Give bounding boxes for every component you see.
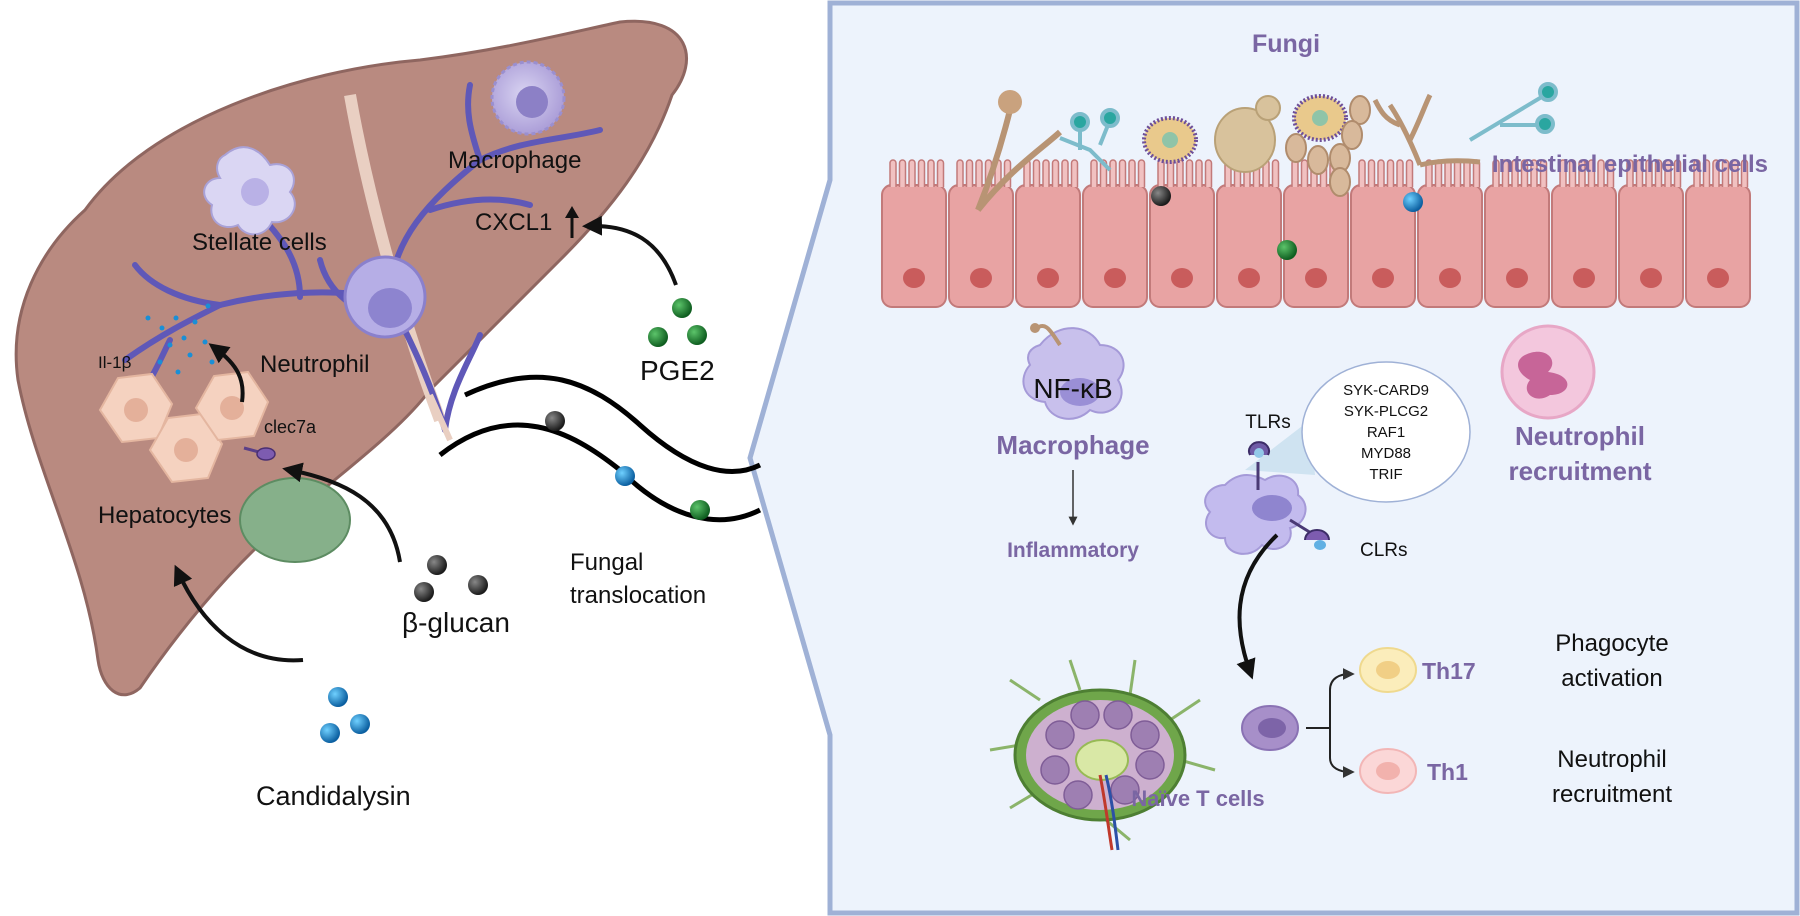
tlrs-label: TLRs — [1245, 412, 1290, 433]
clr-receptor-icon — [1289, 518, 1330, 550]
signaling-item: SYK-PLCG2 — [1344, 403, 1428, 420]
liver-labels: Macrophage Stellate cells CXCL1 Il-1β Ne… — [98, 147, 715, 811]
intestine-labels: Fungi Intestinal epithelial cells NF-κB … — [996, 30, 1768, 811]
clec7a-label: clec7a — [264, 417, 317, 437]
translocating-fungi — [545, 411, 710, 520]
phagocyte-activation-label-2: activation — [1561, 665, 1662, 692]
fungi-organisms — [975, 82, 1558, 212]
th1-label: Th1 — [1427, 759, 1468, 785]
epithelial-cell — [1350, 159, 1416, 308]
macrophage-liver-cell — [490, 60, 566, 136]
nfkb-label: NF-κB — [1033, 373, 1112, 404]
phagocyte-activation-label-1: Phagocyte — [1555, 630, 1668, 657]
epithelial-cell-row — [881, 159, 1751, 308]
spore-icon-2 — [1292, 94, 1348, 142]
naive-t-cells-label: Naïve T cells — [1131, 786, 1264, 811]
signaling-item: MYD88 — [1361, 445, 1411, 462]
candidalysin-arrow — [173, 564, 304, 663]
pge2-label: PGE2 — [640, 355, 715, 386]
dendritic-cell — [1204, 441, 1330, 555]
clrs-label: CLRs — [1360, 540, 1408, 561]
beta-glucan-molecules — [414, 555, 488, 602]
fungus-stalk-icon — [975, 90, 1063, 212]
stellate-cells-label: Stellate cells — [192, 229, 327, 256]
intestine-wall — [438, 374, 762, 523]
neutrophil-recruitment-b-label-1: Neutrophil — [1557, 746, 1666, 773]
th17-label: Th17 — [1422, 658, 1476, 684]
neutrophil-recruitment-label-1: Neutrophil — [1515, 421, 1645, 451]
pge2-arrow — [582, 215, 678, 286]
clec7a-receptor-icon — [243, 446, 276, 461]
il1b-particles — [145, 303, 215, 375]
yeast-icon — [1214, 95, 1281, 173]
left-arrows — [173, 215, 678, 663]
epithelial-cell — [1149, 159, 1215, 308]
right-arrows — [1068, 470, 1355, 778]
fungal-label: Fungal — [570, 549, 643, 576]
stellate-cell — [203, 146, 296, 236]
pge2-molecules — [648, 298, 707, 347]
epithelial-cell — [1216, 159, 1282, 308]
neutrophil-label: Neutrophil — [260, 351, 369, 378]
signaling-list: SYK-CARD9 SYK-PLCG2 RAF1 MYD88 TRIF — [1343, 382, 1429, 483]
signaling-callout — [1245, 361, 1471, 503]
gallbladder — [239, 477, 351, 563]
hyphae-chain-icon — [1285, 95, 1371, 197]
epithelial-cell — [881, 159, 947, 308]
signaling-item: TRIF — [1369, 466, 1402, 483]
epithelial-cell — [1484, 159, 1550, 308]
dc-to-tcell-arrow — [1236, 533, 1279, 680]
beta-glucan-label: β-glucan — [402, 607, 510, 638]
liver-lobe — [14, 19, 688, 697]
tlr-receptor-icon — [1248, 441, 1270, 490]
spore-icon-1 — [1142, 116, 1198, 164]
epithelial-cell — [1015, 159, 1081, 308]
ligament-end — [427, 393, 453, 442]
up-arrow-icon — [565, 206, 579, 238]
intestinal-epithelial-cells-label: Intestinal epithelial cells — [1492, 151, 1768, 178]
candidalysin-label: Candidalysin — [256, 781, 411, 811]
branching-fungus-icon — [1372, 93, 1481, 168]
epithelial-cell — [1082, 159, 1148, 308]
macrophage-intestine-cell — [1022, 323, 1125, 420]
macrophage-intestine-label: Macrophage — [996, 430, 1149, 460]
epithelial-cell — [1551, 159, 1617, 308]
mold-icon-2 — [1468, 82, 1558, 142]
th17-cell — [1359, 647, 1417, 693]
inflammatory-label: Inflammatory — [1007, 539, 1139, 562]
signaling-item: SYK-CARD9 — [1343, 382, 1429, 399]
epithelial-cell — [1417, 159, 1483, 308]
neutrophil-liver-cell — [343, 255, 427, 339]
mold-icon-1 — [1059, 108, 1120, 172]
hepatocytes-label: Hepatocytes — [98, 502, 231, 529]
translocation-label: translocation — [570, 582, 706, 609]
cxcl1-label: CXCL1 — [475, 209, 552, 236]
t-cell-split-arrows — [1306, 668, 1355, 778]
neutrophil-recruitment-b-label-2: recruitment — [1552, 781, 1672, 808]
naive-t-cell — [1241, 705, 1299, 751]
fungi-title: Fungi — [1252, 30, 1320, 58]
neutrophil-intestine-cell — [1500, 324, 1596, 420]
th1-cell — [1359, 748, 1417, 794]
macrophage-label: Macrophage — [448, 147, 581, 174]
neutrophil-recruitment-label-2: recruitment — [1508, 456, 1651, 486]
candidalysin-molecules — [320, 687, 370, 743]
epithelium-particles — [1151, 186, 1423, 260]
beta-glucan-arrow — [282, 462, 402, 563]
il1b-label: Il-1β — [98, 353, 132, 372]
lymph-node — [989, 659, 1216, 851]
epithelial-cell — [1685, 159, 1751, 308]
signaling-item: RAF1 — [1367, 424, 1405, 441]
hepatocyte-cells — [98, 370, 276, 484]
epithelial-cell — [1618, 159, 1684, 308]
il1b-arrow — [208, 343, 245, 403]
